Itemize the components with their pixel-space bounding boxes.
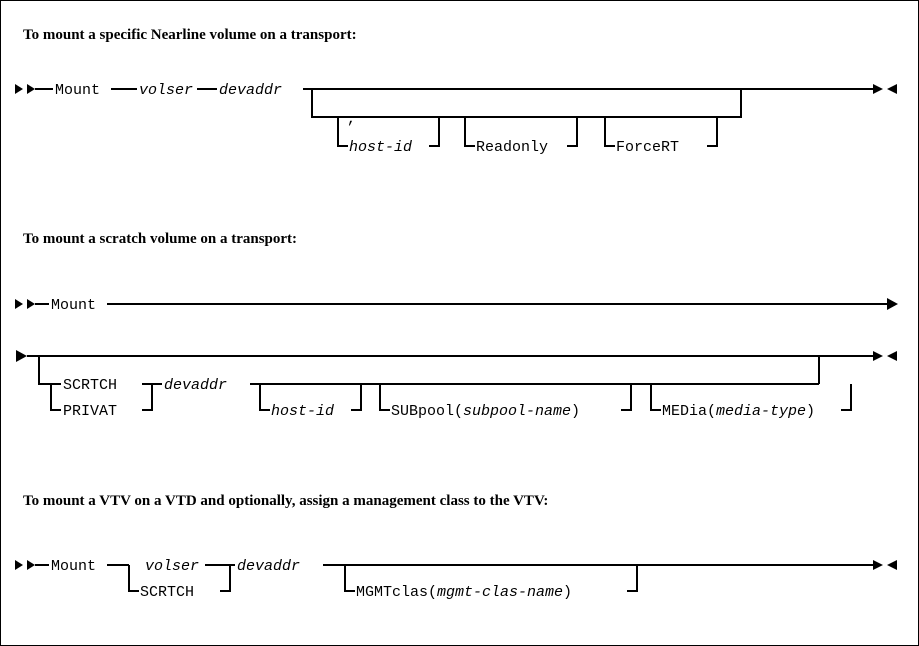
choice-privat-left-2 — [50, 384, 61, 411]
start-arrow-2b — [27, 299, 35, 309]
end-arrow-2b — [887, 351, 897, 361]
host-id-left-rail-1 — [337, 117, 348, 147]
mgmtclas-left-rail — [344, 565, 355, 592]
start-arrow-1a — [15, 84, 23, 94]
keyword-mount-2: Mount — [51, 297, 96, 314]
keyword-mgmtclas-literal: MGMTclas( — [356, 584, 437, 601]
host-id-left-rail-2 — [259, 384, 270, 411]
end-arrow-3b — [887, 560, 897, 570]
param-volser-1: volser — [139, 82, 193, 99]
section-heading-nearline: To mount a specific Nearline volume on a… — [23, 27, 357, 43]
keyword-media-literal: MEDia( — [662, 403, 716, 420]
keyword-subpool-literal: SUBpool( — [391, 403, 463, 420]
host-id-right-rail-1 — [429, 117, 440, 147]
optional-bypass-rail-1 — [311, 89, 742, 118]
keyword-readonly: Readonly — [476, 139, 548, 156]
start-arrow-3a — [15, 560, 23, 570]
start-arrow-2a — [15, 299, 23, 309]
keyword-forcert: ForceRT — [616, 139, 679, 156]
forcert-left-rail — [604, 117, 615, 147]
start-arrow-1b — [27, 84, 35, 94]
keyword-scrtch-2: SCRTCH — [63, 377, 117, 394]
choice-scrtch-right-3 — [220, 565, 231, 592]
choice-left-rail-2 — [38, 356, 61, 385]
param-host-id-1: host-id — [349, 139, 412, 156]
keyword-scrtch-3: SCRTCH — [140, 584, 194, 601]
keyword-media: MEDia(media-type) — [662, 403, 815, 420]
start-arrow-3b — [27, 560, 35, 570]
media-left-rail — [650, 384, 661, 411]
subpool-right-rail — [621, 384, 632, 411]
end-arrow-2a — [873, 351, 883, 361]
keyword-media-close: ) — [806, 403, 815, 420]
continuation-start-arrow-2 — [16, 350, 27, 362]
keyword-privat-2: PRIVAT — [63, 403, 117, 420]
choice-scrtch-left-3 — [128, 565, 139, 592]
keyword-mgmtclas: MGMTclas(mgmt-clas-name) — [356, 584, 572, 601]
param-media-type: media-type — [716, 403, 806, 420]
readonly-right-rail — [567, 117, 578, 147]
subpool-left-rail — [379, 384, 390, 411]
param-devaddr-3: devaddr — [237, 558, 300, 575]
continuation-arrow-2 — [887, 298, 898, 310]
param-volser-3: volser — [145, 558, 199, 575]
readonly-left-rail — [464, 117, 475, 147]
keyword-mount-1: Mount — [55, 82, 100, 99]
keyword-subpool-close: ) — [571, 403, 580, 420]
param-devaddr-1: devaddr — [219, 82, 282, 99]
mgmtclas-right-rail — [627, 565, 638, 592]
forcert-right-rail — [707, 117, 718, 147]
end-arrow-1b — [887, 84, 897, 94]
keyword-mgmtclas-close: ) — [563, 584, 572, 601]
choice-privat-right-2 — [142, 384, 153, 411]
media-right-rail — [841, 384, 852, 411]
section-heading-vtv: To mount a VTV on a VTD and optionally, … — [23, 493, 549, 509]
separator-comma-1: , — [347, 111, 356, 128]
end-arrow-1a — [873, 84, 883, 94]
param-subpool-name: subpool-name — [463, 403, 571, 420]
host-id-right-rail-2 — [351, 384, 362, 411]
param-mgmt-clas-name: mgmt-clas-name — [437, 584, 563, 601]
keyword-subpool: SUBpool(subpool-name) — [391, 403, 580, 420]
section-heading-scratch: To mount a scratch volume on a transport… — [23, 231, 298, 247]
keyword-mount-3: Mount — [51, 558, 96, 575]
param-devaddr-2: devaddr — [164, 377, 227, 394]
param-host-id-2: host-id — [271, 403, 334, 420]
end-arrow-3a — [873, 560, 883, 570]
